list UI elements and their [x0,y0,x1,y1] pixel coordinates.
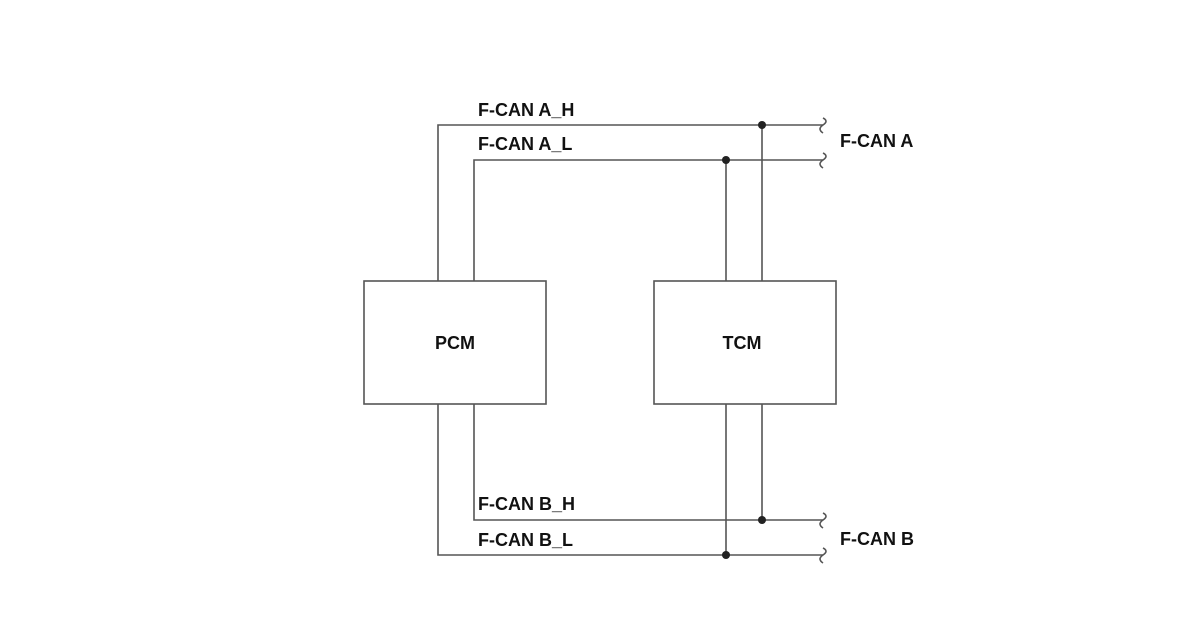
can-a-low-wire [473,159,823,281]
bus-label-can-b: F-CAN B [840,529,914,549]
bus-label-can-a: F-CAN A [840,131,913,151]
break-symbol-b-low [819,547,827,564]
can-a-high-wire [437,124,823,281]
signal-label-can-a-high: F-CAN A_H [478,100,574,120]
junction-node-a-high [758,121,766,129]
signal-label-can-b-high: F-CAN B_H [478,494,575,514]
tcm-label: TCM [723,333,762,353]
signal-label-can-b-low: F-CAN B_L [478,530,573,550]
break-symbol-a-low [819,152,827,169]
can-b-low-wire [437,404,823,556]
junction-node-b-low [722,551,730,559]
break-symbol-b-high [819,512,827,529]
junction-node-a-low [722,156,730,164]
junction-node-b-high [758,516,766,524]
signal-label-can-a-low: F-CAN A_L [478,134,572,154]
pcm-label: PCM [435,333,475,353]
tcm-module-box [653,280,837,405]
can-b-high-wire [473,404,823,521]
break-symbol-a-high [819,117,827,134]
pcm-module-box [363,280,547,405]
